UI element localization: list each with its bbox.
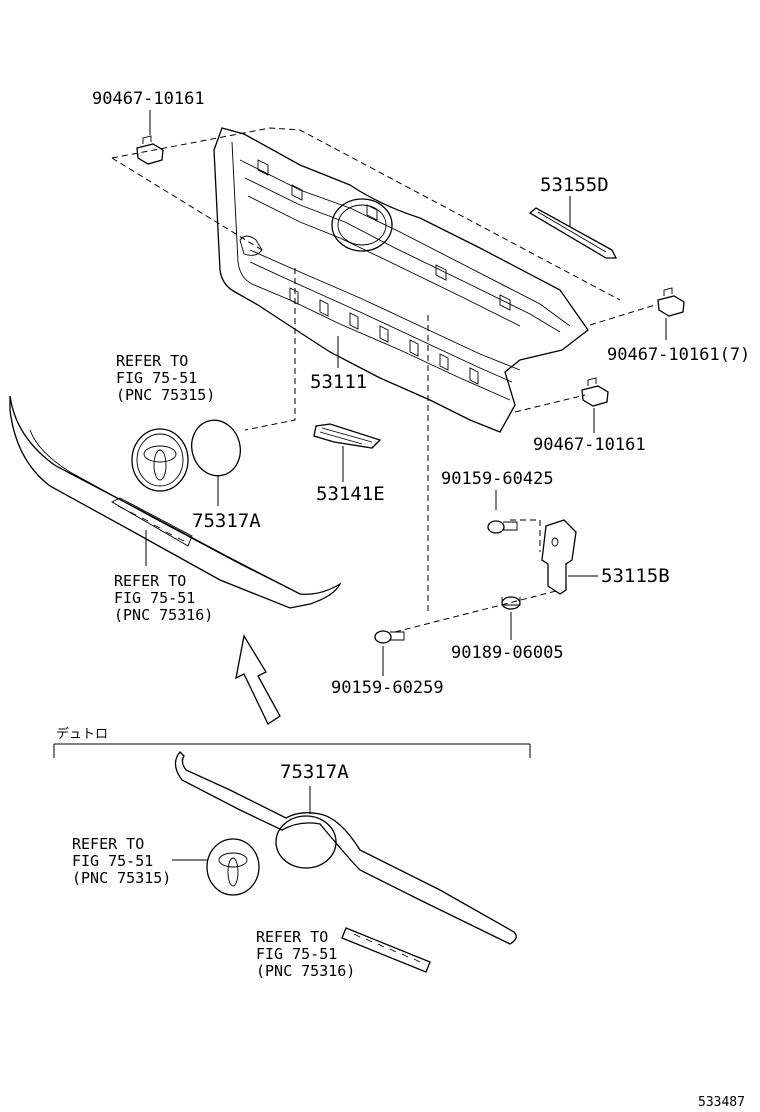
ref-line: REFER TO [114,572,186,590]
label-molding: 53155D [540,174,609,196]
ref-emblem-lower: REFER TO FIG 75-51 (PNC 75315) [72,835,171,887]
ref-script-lower: REFER TO FIG 75-51 (PNC 75316) [256,928,355,980]
ref-line: FIG 75-51 [114,589,195,607]
nut-90189-06005 [501,596,521,640]
ref-line: (PNC 75316) [256,962,355,980]
diagram-id: 533487 [698,1095,745,1110]
ref-line: FIG 75-51 [256,945,337,963]
ref-line: (PNC 75316) [114,606,213,624]
label-cover-small: 75317A [192,510,261,532]
screw-90159-60425 [487,490,518,534]
ref-script-upper: REFER TO FIG 75-51 (PNC 75316) [114,572,213,624]
ref-line: (PNC 75315) [72,869,171,887]
emblem-upper [131,428,189,492]
ref-line: REFER TO [116,352,188,370]
clip-90467-top [136,110,164,165]
radiator-grille [213,127,589,433]
clip-90467-right [581,377,609,433]
assembly-reference-lines [111,127,656,633]
label-clip-top: 90467-10161 [92,89,205,109]
label-clip-right: 90467-10161 [533,435,646,455]
direction-arrow [235,634,281,725]
molding-53155D [528,196,618,259]
plate-53141E [313,423,382,482]
cover-75317A-small [191,419,241,506]
ref-line: REFER TO [256,928,328,946]
ref-line: FIG 75-51 [72,852,153,870]
bracket-53115B [541,519,598,595]
script-lower [341,927,431,973]
label-clip-right-7: 90467-10161(7) [607,345,750,365]
emblem-lower [172,838,260,896]
cover-75317A-large [174,751,517,945]
screw-90159-60259 [374,630,405,676]
label-plate: 53141E [316,483,385,505]
label-screw-b: 90159-60259 [331,678,444,698]
label-cover-big: 75317A [280,761,349,783]
ref-line: (PNC 75315) [116,386,215,404]
ref-emblem-upper: REFER TO FIG 75-51 (PNC 75315) [116,352,215,404]
script-molding-upper [9,395,342,609]
label-bracket: 53115B [601,565,670,587]
ref-line: FIG 75-51 [116,369,197,387]
label-nut: 90189-06005 [451,643,564,663]
variant-heading: デュトロ [56,726,108,742]
ref-line: REFER TO [72,835,144,853]
clip-90467-right-7 [657,287,685,340]
variant-frame [53,743,531,758]
label-screw-a: 90159-60425 [441,469,554,489]
label-grille: 53111 [310,371,367,393]
